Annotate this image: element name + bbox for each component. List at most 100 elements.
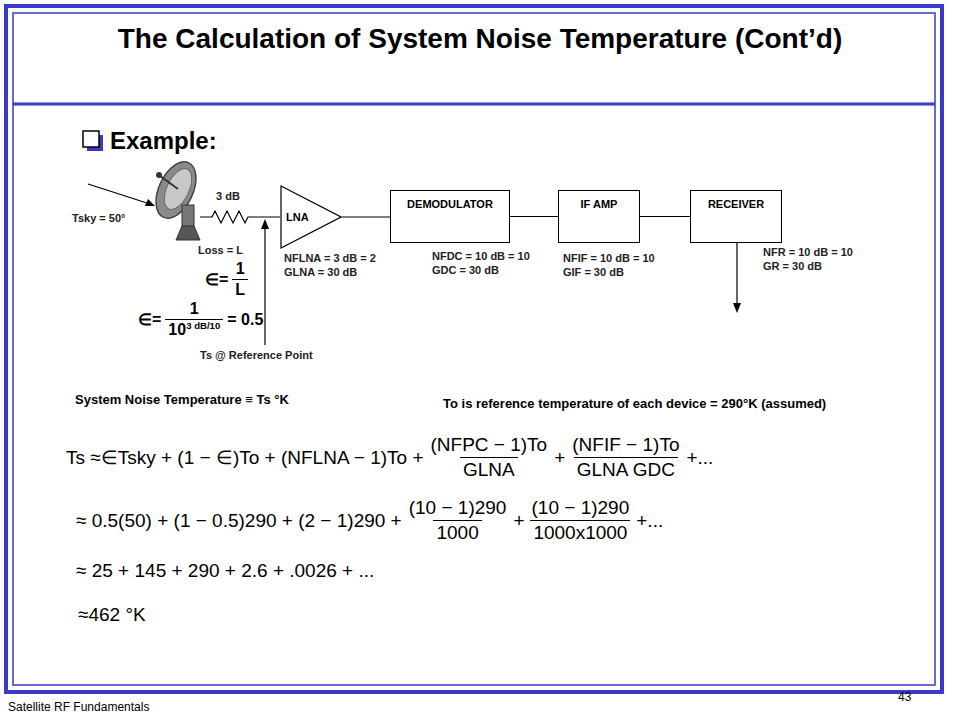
label-group: Example: xyxy=(110,127,217,155)
dish xyxy=(148,156,204,225)
box-label: RECEIVER xyxy=(691,198,781,210)
slide-frame-inner xyxy=(13,13,935,685)
label-text: 43 xyxy=(898,690,911,704)
signal-line xyxy=(510,216,558,217)
label-text: (NFIF − 1)To xyxy=(572,434,679,455)
label-group: Tsky = 50° xyxy=(72,212,125,224)
label-group: To is reference temperature of each devi… xyxy=(443,396,826,411)
label-text: ∈= xyxy=(205,270,228,289)
label-text: Satellite RF Fundamentals xyxy=(8,700,149,714)
denominator: 103 dB/10 xyxy=(165,319,223,339)
label-group: 3 dB xyxy=(216,190,240,202)
amplifier-symbol xyxy=(281,186,341,248)
label-text: GDC = 30 dB xyxy=(432,264,499,276)
signal-line xyxy=(640,216,690,217)
numerator: 1 xyxy=(233,260,248,279)
label-text: GLNA = 30 dB xyxy=(284,266,357,278)
label-group: Ts @ Reference Point xyxy=(200,349,313,361)
denominator: GLNA xyxy=(460,457,518,481)
output-arrow-head xyxy=(733,303,741,313)
box-label: IF AMP xyxy=(559,198,639,210)
fraction: (NFIF − 1)ToGLNA GDC xyxy=(569,434,682,481)
label-text: 1 xyxy=(236,260,245,277)
label-text: To is reference temperature of each devi… xyxy=(443,396,826,411)
sky-arrow-head xyxy=(145,199,155,206)
label-text: System Noise Temperature ≡ Ts °K xyxy=(75,392,289,407)
label-group: 43 xyxy=(898,690,911,704)
label-text: Ts @ Reference Point xyxy=(200,349,313,361)
label-text: = 0.5 xyxy=(227,311,263,329)
fraction: 1L xyxy=(232,260,248,299)
denominator: 1000 xyxy=(433,520,481,544)
numerator: 1 xyxy=(187,300,202,319)
signal-line xyxy=(342,216,390,217)
label-text: NFDC = 10 dB = 10 xyxy=(432,250,530,262)
process-box: RECEIVER xyxy=(690,190,782,243)
label-text: L xyxy=(235,281,245,298)
label-group: ≈ 25 + 145 + 290 + 2.6 + .0026 + ... xyxy=(76,560,374,582)
label-group: GDC = 30 dB xyxy=(432,264,499,276)
antenna-illustration xyxy=(148,156,204,240)
label-group: ≈462 °K xyxy=(78,604,146,626)
numerator: (NFIF − 1)To xyxy=(569,434,682,457)
slide-title: The Calculation of System Noise Temperat… xyxy=(100,22,860,56)
label-group: GLNA = 30 dB xyxy=(284,266,357,278)
label-group: ∈=1L xyxy=(205,260,252,299)
label-text: 1000x1000 xyxy=(533,522,627,543)
label-text: 3 dB/10 xyxy=(186,320,220,331)
label-text: Example: xyxy=(110,127,217,155)
label-text: +... xyxy=(686,447,713,469)
feed-arm xyxy=(160,176,178,189)
dish-mount xyxy=(182,205,194,227)
box-label: DEMODULATOR xyxy=(391,198,509,210)
label-group: Ts ≈∈Tsky + (1 − ∈)To + (NFLNA − 1)To + (… xyxy=(66,434,713,481)
fraction: 1103 dB/10 xyxy=(165,300,223,339)
resistor-symbol xyxy=(200,211,280,223)
label-text: NFIF = 10 dB = 10 xyxy=(563,252,655,264)
label-group: NFDC = 10 dB = 10 xyxy=(432,250,530,262)
label-text: Tsky = 50° xyxy=(72,212,125,224)
label-text: ≈462 °K xyxy=(78,604,146,626)
fraction: (10 − 1)290 1000x1000 xyxy=(529,497,633,544)
dish-base xyxy=(176,226,200,240)
power: 103 dB/10 xyxy=(168,321,220,338)
label-text: 3 dB xyxy=(216,190,240,202)
label-text: 1000 xyxy=(436,522,478,543)
amplifier-triangle: LNA xyxy=(280,185,342,249)
label-group: NFIF = 10 dB = 10 xyxy=(563,252,655,264)
label-group: Loss = L xyxy=(198,244,243,256)
label-text: GIF = 30 dB xyxy=(563,266,624,278)
reference-arrow-head xyxy=(261,219,269,229)
label-text: GLNA xyxy=(463,459,515,480)
label-text: Ts ≈∈Tsky + (1 − ∈)To + (NFLNA − 1)To + xyxy=(66,446,424,469)
denominator: L xyxy=(232,279,248,299)
label-text: +... xyxy=(636,510,663,532)
label-group: ∈=1103 dB/10= 0.5 xyxy=(138,300,263,339)
denominator: GLNA GDC xyxy=(574,457,678,481)
label-text: ≈ 0.5(50) + (1 − 0.5)290 + (2 − 1)290 + xyxy=(76,510,402,532)
label-group: ≈ 0.5(50) + (1 − 0.5)290 + (2 − 1)290 + (… xyxy=(76,497,663,544)
slide-frame xyxy=(6,6,942,692)
numerator: (10 − 1)290 xyxy=(529,497,633,520)
process-box: DEMODULATOR xyxy=(390,190,510,243)
label-text: NFLNA = 3 dB = 2 xyxy=(284,252,376,264)
label-text: (10 − 1)290 xyxy=(532,497,630,518)
label-text: 10 xyxy=(168,321,186,338)
label-group: System Noise Temperature ≡ Ts °K xyxy=(75,392,289,407)
label-group: NFLNA = 3 dB = 2 xyxy=(284,252,376,264)
box-label: LNA xyxy=(286,211,342,223)
title-rule xyxy=(13,103,935,106)
label-text: ∈= xyxy=(138,310,161,329)
label-text: GLNA GDC xyxy=(577,459,675,480)
label-text: Loss = L xyxy=(198,244,243,256)
reference-arrow-line xyxy=(264,228,265,345)
label-text: ≈ 25 + 145 + 290 + 2.6 + .0026 + ... xyxy=(76,560,374,582)
label-text: + xyxy=(513,510,524,532)
feed-horn xyxy=(156,172,162,178)
label-group: NFR = 10 dB = 10 xyxy=(763,246,853,258)
denominator: 1000x1000 xyxy=(530,520,630,544)
label-group: GIF = 30 dB xyxy=(563,266,624,278)
process-box: IF AMP xyxy=(558,190,640,243)
label-text: NFR = 10 dB = 10 xyxy=(763,246,853,258)
